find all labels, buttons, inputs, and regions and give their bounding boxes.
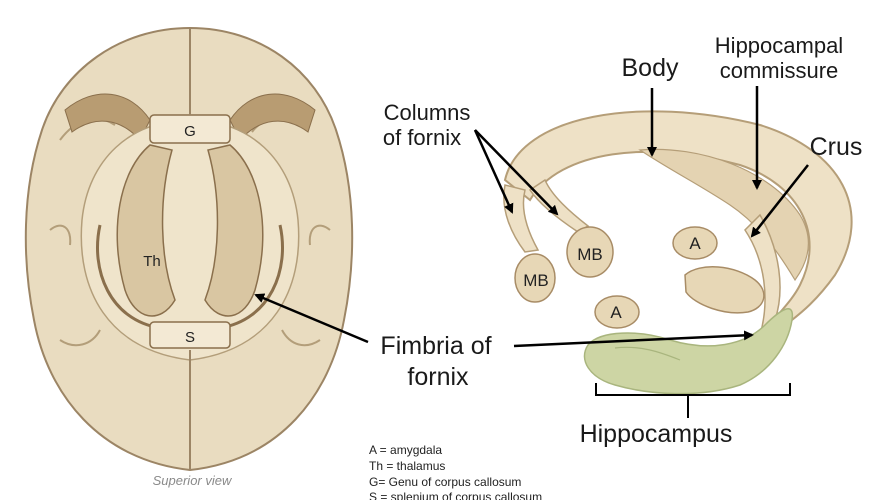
view-caption: Superior view — [153, 473, 233, 488]
legend-item: A = amygdala — [369, 443, 442, 457]
column-right — [530, 180, 588, 232]
splenium-label: S — [185, 329, 195, 346]
commissure-label-line2: commissure — [720, 58, 839, 83]
amygdala-body — [685, 267, 764, 313]
thalamus-label: Th — [143, 253, 161, 270]
mb-left-label: MB — [523, 271, 549, 290]
hippocampus-label: Hippocampus — [580, 420, 733, 448]
legend-item: S = splenium of corpus callosum — [369, 490, 542, 500]
crus-label: Crus — [810, 133, 863, 161]
mb-right-label: MB — [577, 245, 603, 264]
amygdala-upper-label: A — [689, 234, 701, 253]
legend-item: G= Genu of corpus callosum — [369, 475, 521, 489]
commissure-label-line1: Hippocampal — [715, 33, 843, 58]
fimbria-label-line2: fornix — [407, 363, 469, 391]
columns-label-line2: of fornix — [383, 125, 461, 150]
legend-item: Th = thalamus — [369, 459, 445, 473]
fimbria-label-line1: Fimbria of — [380, 332, 491, 360]
body-label: Body — [622, 54, 679, 82]
brain-superior-view: G Th S Superior view — [26, 28, 352, 488]
columns-arrow-left — [475, 130, 512, 212]
legend: A = amygdala Th = thalamus G= Genu of co… — [369, 443, 542, 500]
genu-label: G — [184, 123, 196, 140]
fornix-diagram: MB MB A A — [475, 86, 852, 418]
columns-label-line1: Columns — [384, 100, 471, 125]
amygdala-lower-label: A — [610, 303, 622, 322]
